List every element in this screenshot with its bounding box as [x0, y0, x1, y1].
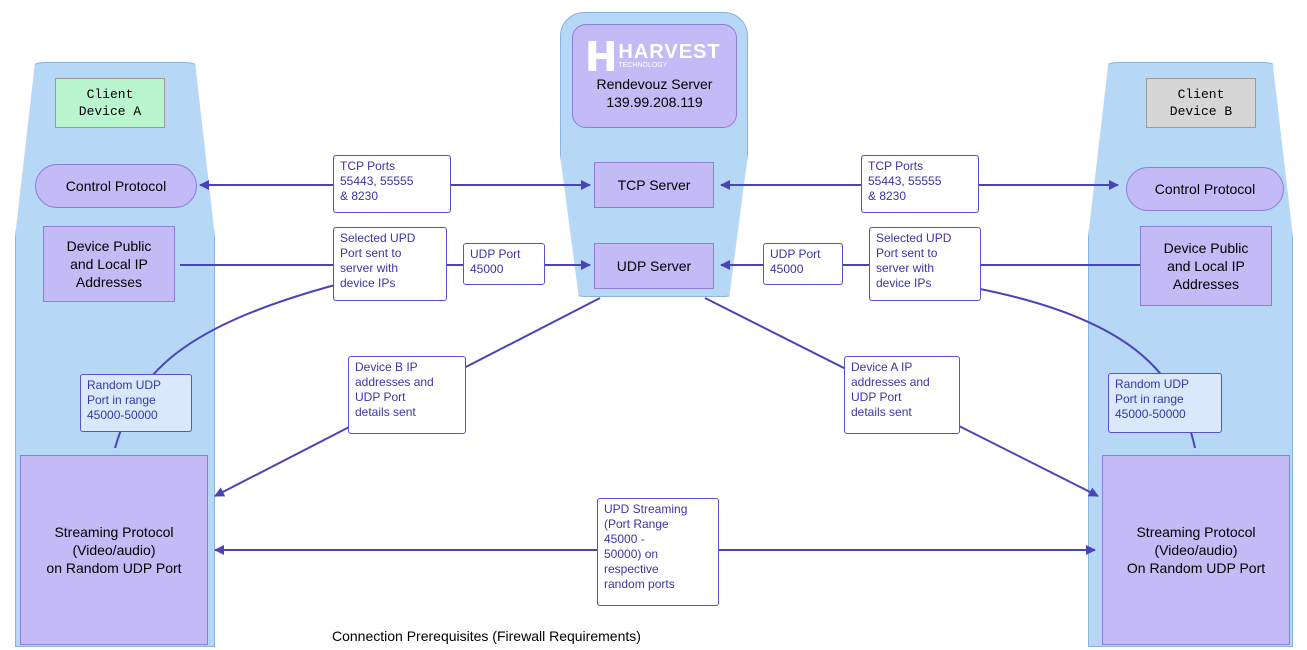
client-b-control-protocol: Control Protocol	[1126, 167, 1284, 211]
tcp-server-box: TCP Server	[594, 162, 714, 208]
device-a-details-label: Device A IP addresses and UDP Port detai…	[844, 356, 960, 434]
diagram-caption: Connection Prerequisites (Firewall Requi…	[332, 628, 641, 644]
client-b-streaming-protocol: Streaming Protocol (Video/audio) On Rand…	[1102, 455, 1290, 645]
udp-server-box: UDP Server	[594, 243, 714, 289]
device-b-details-label: Device B IP addresses and UDP Port detai…	[348, 356, 466, 434]
tcp-ports-label-right: TCP Ports 55443, 55555 & 8230	[861, 155, 979, 213]
client-b-title: Client Device B	[1146, 78, 1256, 128]
client-a-control-protocol: Control Protocol	[35, 164, 197, 208]
streaming-range-label: UPD Streaming (Port Range 45000 - 50000)…	[597, 498, 719, 606]
client-a-random-port-label: Random UDP Port in range 45000-50000	[80, 374, 192, 432]
client-b-random-port-label: Random UDP Port in range 45000-50000	[1108, 373, 1222, 433]
client-a-streaming-protocol: Streaming Protocol (Video/audio) on Rand…	[20, 455, 208, 645]
tcp-ports-label-left: TCP Ports 55443, 55555 & 8230	[333, 155, 451, 213]
client-b-ip-addresses: Device Public and Local IP Addresses	[1140, 226, 1272, 306]
udp-port-label-left: UDP Port 45000	[463, 243, 545, 285]
harvest-logo-subtext: TECHNOLOGY	[618, 62, 668, 69]
selected-udp-label-right: Selected UPD Port sent to server with de…	[869, 227, 981, 301]
harvest-logo: HARVEST TECHNOLOGY	[588, 41, 720, 71]
client-a-title: Client Device A	[55, 78, 165, 128]
client-a-ip-addresses: Device Public and Local IP Addresses	[43, 226, 175, 302]
selected-udp-label-left: Selected UPD Port sent to server with de…	[333, 227, 447, 301]
harvest-h-icon	[588, 41, 615, 71]
server-name: Rendevouz Server	[596, 76, 713, 92]
udp-port-label-right: UDP Port 45000	[763, 243, 843, 285]
harvest-logo-text: HARVEST	[618, 41, 721, 63]
rendezvous-server-box: HARVEST TECHNOLOGY Rendevouz Server 139.…	[572, 24, 737, 128]
server-ip: 139.99.208.119	[606, 94, 703, 110]
